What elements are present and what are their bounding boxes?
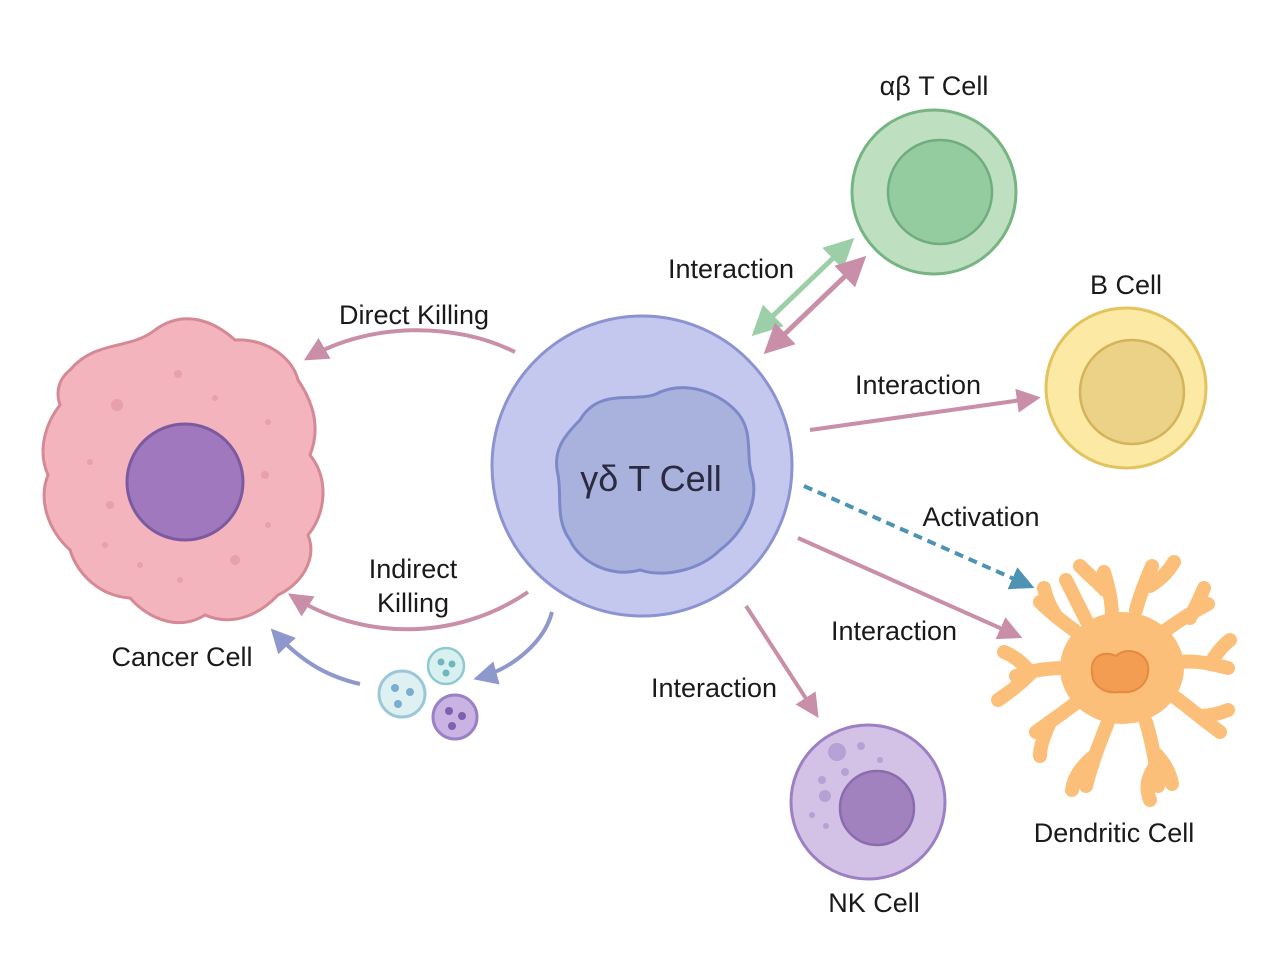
vesicle-icons — [377, 646, 479, 741]
dendritic-cell-label: Dendritic Cell — [1034, 818, 1195, 848]
arrow-interaction-ab-pink — [763, 255, 867, 355]
arrow-interaction-b — [809, 388, 1041, 432]
nk-cell-icon — [789, 723, 947, 881]
interaction-nk-label: Interaction — [651, 673, 777, 703]
arrow-interaction-nk — [744, 604, 819, 719]
indirect-killing-label-line2: Killing — [377, 588, 449, 618]
b-cell-label: B Cell — [1090, 270, 1162, 300]
arrow-to-vesicles — [473, 611, 554, 685]
indirect-killing-label-line1: Indirect — [369, 554, 458, 584]
arrow-activation — [803, 484, 1035, 590]
gd-t-cell-label: γδ T Cell — [580, 458, 721, 499]
interaction-b-label: Interaction — [855, 370, 981, 400]
interaction-dc-label: Interaction — [831, 616, 957, 646]
interaction-ab-label: Interaction — [668, 254, 794, 284]
activation-label: Activation — [922, 502, 1039, 532]
gamma-delta-t-cell-icon — [490, 314, 794, 618]
direct-killing-label: Direct Killing — [339, 300, 489, 330]
arrow-interaction-dc — [797, 536, 1023, 640]
arrow-direct-killing — [303, 328, 516, 361]
ab-t-cell-label: αβ T Cell — [880, 71, 989, 101]
arrow-vesicles-to-cancer — [270, 628, 361, 686]
cancer-cell-icon — [41, 317, 325, 625]
alpha-beta-t-cell-icon — [850, 108, 1018, 276]
b-cell-icon — [1044, 306, 1208, 470]
arrow-indirect-killing — [287, 590, 530, 632]
cancer-cell-label: Cancer Cell — [111, 642, 252, 672]
nk-cell-label: NK Cell — [828, 888, 920, 918]
dendritic-cell-icon — [991, 555, 1237, 807]
